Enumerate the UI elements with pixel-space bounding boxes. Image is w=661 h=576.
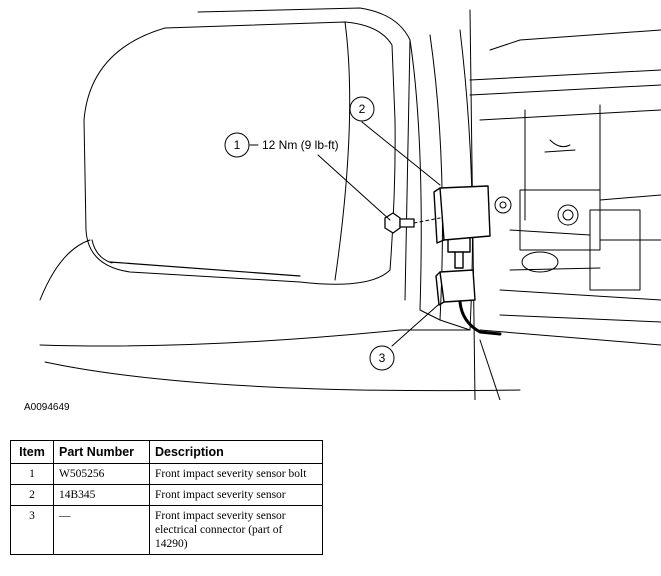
- row-description: Front impact severity sensor bolt: [149, 463, 323, 485]
- sensor-electrical-connector: [435, 269, 502, 336]
- callout-1-torque-label: 12 Nm (9 lb-ft): [262, 138, 339, 152]
- row-description: Front impact severity sensor: [149, 484, 323, 506]
- header-description: Description: [149, 440, 323, 464]
- table-row: 1 W505256 Front impact severity sensor b…: [10, 463, 323, 485]
- row-part-number: W505256: [53, 463, 150, 485]
- callout-3-circle: [369, 345, 395, 371]
- headlamp-assembly: [83, 7, 411, 301]
- header-item: Item: [10, 440, 54, 464]
- parts-table: Item Part Number Description 1 W505256 F…: [10, 440, 323, 555]
- row-item: 2: [10, 484, 54, 506]
- impact-sensor: [433, 185, 491, 269]
- table-row: 3 — Front impact severity sensor electri…: [10, 505, 323, 555]
- callout-2-number: 2: [359, 102, 366, 116]
- row-part-number: 14B345: [53, 484, 150, 506]
- callout-1-number: 1: [234, 138, 241, 152]
- header-part-number: Part Number: [53, 440, 150, 464]
- row-item: 1: [10, 463, 54, 485]
- sensor-bolt: [384, 212, 441, 234]
- row-item: 3: [10, 505, 54, 555]
- row-description: Front impact severity sensor electrical …: [149, 505, 323, 555]
- callout-3-number: 3: [379, 351, 386, 365]
- callout-1-circle: [224, 132, 250, 158]
- vehicle-front-illustration: 1 12 Nm (9 lb-ft) 2 3: [39, 7, 661, 400]
- table-row: 2 14B345 Front impact severity sensor: [10, 484, 323, 506]
- engine-bay-components: [469, 29, 661, 400]
- table-header-row: Item Part Number Description: [10, 440, 323, 464]
- callout-2-circle: [349, 96, 375, 122]
- row-part-number: —: [53, 505, 150, 555]
- callout-leader-lines: [249, 121, 441, 347]
- figure-id-label: A0094649: [24, 402, 70, 413]
